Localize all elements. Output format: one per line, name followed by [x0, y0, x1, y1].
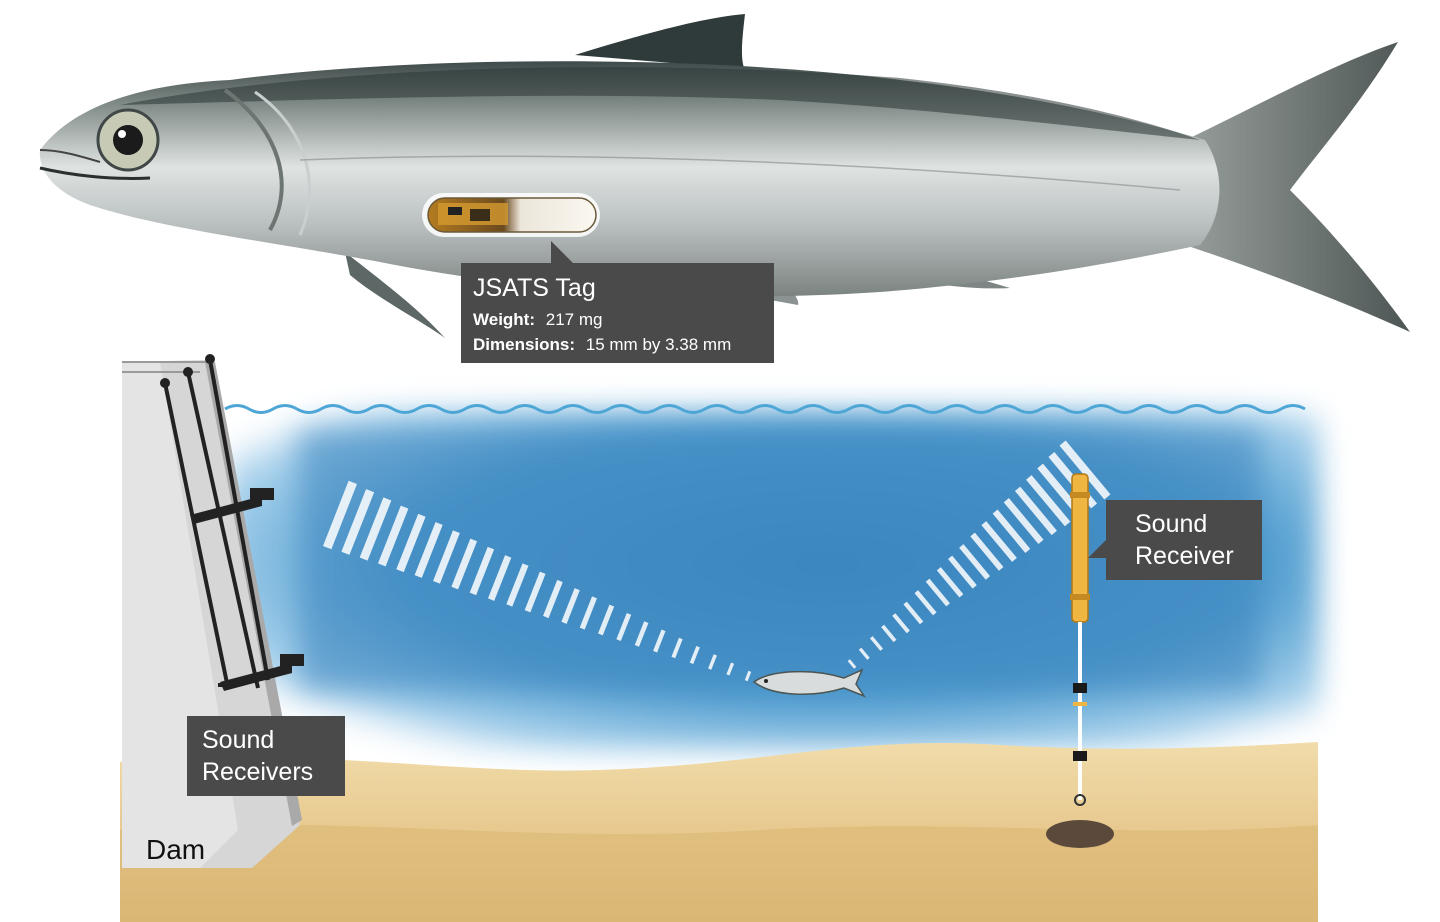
- dam-receivers-label-line2: Receivers: [202, 758, 314, 786]
- sound-wave-arc: [881, 624, 897, 643]
- sound-wave-arc: [914, 590, 937, 616]
- sound-wave-arc: [359, 497, 392, 561]
- dam-label: Dam: [146, 834, 206, 865]
- sound-wave-arc: [1026, 475, 1071, 527]
- sound-wave-arc: [543, 579, 563, 619]
- sand-shade: [120, 824, 1318, 922]
- sound-wave-arc: [653, 629, 666, 653]
- sound-wave-arc: [396, 513, 426, 573]
- dam-receiver-cables: [163, 359, 270, 689]
- sound-wave-arc: [981, 521, 1017, 562]
- sound-wave-arc: [451, 538, 478, 590]
- receiver-callout-pointer: [1088, 540, 1106, 558]
- tag-weight-label: Weight: [473, 310, 530, 329]
- sound-wave-arc: [970, 532, 1004, 571]
- sound-wave-arc: [616, 613, 632, 641]
- acoustic-tag-icon: [422, 193, 600, 237]
- sound-wave-arc: [992, 509, 1031, 553]
- sound-wave-arc: [377, 505, 409, 567]
- dam-receiver-mounts: [190, 488, 304, 691]
- receiver-label-line1: Sound: [1135, 510, 1208, 538]
- sound-wave-arc: [506, 563, 529, 607]
- sound-wave-arc: [847, 659, 857, 669]
- sound-wave-arc: [598, 604, 615, 636]
- tag-callout-pointer: [551, 241, 573, 263]
- sound-wave-arc: [1003, 498, 1044, 545]
- sound-wave-arc: [726, 662, 735, 676]
- sound-wave-arc: [561, 588, 580, 624]
- sound-wave-arc: [433, 530, 460, 584]
- sound-wave-icon: [323, 480, 752, 682]
- sound-wave-arc: [708, 654, 717, 670]
- sound-wave-arc: [689, 645, 700, 665]
- sound-wave-arc: [959, 544, 991, 580]
- tag-dimensions-label: Dimensions: [473, 335, 570, 354]
- sound-wave-arc: [948, 555, 977, 589]
- sound-wave-arc: [579, 596, 597, 630]
- water-body: [225, 410, 1320, 750]
- sound-wave-arc: [323, 480, 357, 550]
- tag-weight-row: Weight: 217 mg: [473, 310, 603, 329]
- water-surface-line: [224, 404, 1306, 414]
- sound-wave-arc: [487, 555, 512, 601]
- sound-wave-arc: [936, 567, 964, 598]
- sound-wave-arc: [858, 647, 870, 660]
- tag-title: JSATS Tag: [473, 274, 596, 302]
- dam-receiver-dots: [160, 354, 215, 388]
- salmon-fish-icon: [39, 14, 1410, 338]
- tag-weight-value: 217 mg: [545, 310, 603, 329]
- receiver-label-line2: Receiver: [1135, 542, 1234, 570]
- sound-wave-arc: [892, 613, 910, 634]
- sound-wave-arc: [869, 636, 884, 651]
- tag-dimensions-row: Dimensions: 15 mm by 3.38 mm: [473, 335, 732, 354]
- sound-wave-arc: [469, 546, 495, 596]
- sound-wave-arc: [744, 670, 752, 682]
- sound-wave-arc: [671, 637, 683, 659]
- dam-receivers-callout: Sound Receivers: [187, 716, 345, 796]
- buoy-receiver-icon: [1046, 473, 1114, 848]
- sound-wave-arc: [925, 578, 950, 607]
- tag-dimensions-value: 15 mm by 3.38 mm: [585, 335, 732, 354]
- receiver-callout: Sound Receiver: [1088, 500, 1262, 580]
- sound-wave-arc: [524, 571, 546, 613]
- sound-wave-arc: [414, 522, 443, 578]
- sound-wave-arc: [634, 621, 649, 647]
- sound-wave-arc: [1014, 486, 1057, 536]
- dam-receivers-label-line1: Sound: [202, 726, 275, 754]
- sound-wave-arc: [903, 601, 924, 625]
- tag-callout: JSATS Tag Weight: 217 mg Dimensions: 15 …: [461, 241, 774, 363]
- sound-wave-arc: [1059, 440, 1111, 500]
- small-salmon-icon: [752, 668, 866, 698]
- sound-wave-arc: [341, 489, 375, 555]
